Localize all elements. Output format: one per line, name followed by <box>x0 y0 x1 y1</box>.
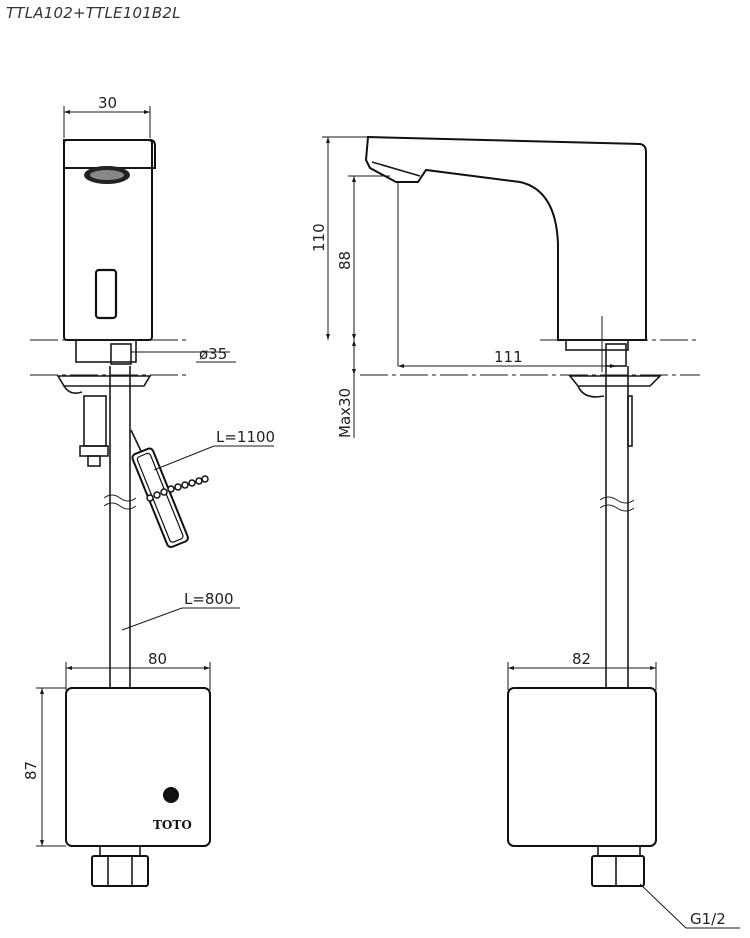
dim-hose-length-long: L=1100 <box>216 428 275 446</box>
dim-hose-length-short: L=800 <box>184 590 234 608</box>
indicator-dot <box>163 787 179 803</box>
faucet-side <box>364 135 647 341</box>
dim-spout-height: 88 <box>336 251 354 270</box>
front-view: 30 ø35 L=800 <box>22 94 275 887</box>
hose-bundle <box>131 447 189 549</box>
dim-spout-width: 30 <box>98 94 117 112</box>
dim-box-width-side: 82 <box>572 650 591 668</box>
faucet-front <box>63 139 156 341</box>
dim-box-height: 87 <box>22 761 40 780</box>
brand-logo: TOTO <box>153 818 192 832</box>
dim-total-height: 110 <box>310 223 328 252</box>
model-title: TTLA102+TTLE101B2L <box>6 4 181 22</box>
chain <box>146 475 209 502</box>
dim-max-counter-thickness: Max30 <box>336 388 354 438</box>
dim-inlet-diameter: ø35 <box>199 345 227 363</box>
sensor-window <box>94 268 118 320</box>
control-box-side <box>507 687 657 847</box>
dim-box-width-front: 80 <box>148 650 167 668</box>
dim-thread: G1/2 <box>690 910 726 928</box>
dim-reach: 111 <box>494 348 523 366</box>
side-view: 110 88 Max30 111 <box>310 135 740 929</box>
